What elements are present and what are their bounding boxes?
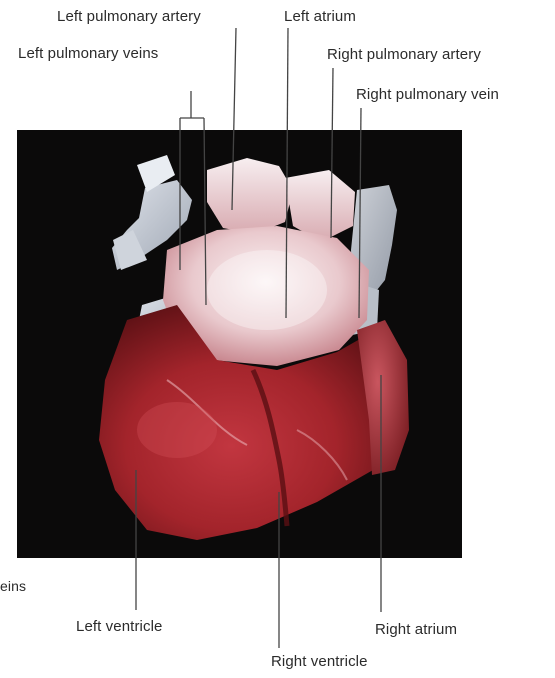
label-cut-off-left: eins bbox=[0, 577, 26, 595]
label-right-atrium: Right atrium bbox=[375, 621, 457, 639]
pulmonary-trunk bbox=[207, 158, 293, 234]
heart-3d-render bbox=[17, 130, 462, 558]
highlight-atrium bbox=[207, 250, 327, 330]
label-right-ventricle: Right ventricle bbox=[271, 653, 368, 671]
highlight-ventricle bbox=[137, 402, 217, 458]
label-left-ventricle: Left ventricle bbox=[76, 618, 162, 636]
label-left-pulmonary-artery: Left pulmonary artery bbox=[57, 8, 201, 26]
label-left-atrium: Left atrium bbox=[284, 8, 356, 26]
label-right-pulmonary-artery: Right pulmonary artery bbox=[327, 46, 481, 64]
label-right-pulmonary-vein: Right pulmonary vein bbox=[356, 86, 499, 104]
label-left-pulmonary-veins: Left pulmonary veins bbox=[18, 45, 158, 63]
